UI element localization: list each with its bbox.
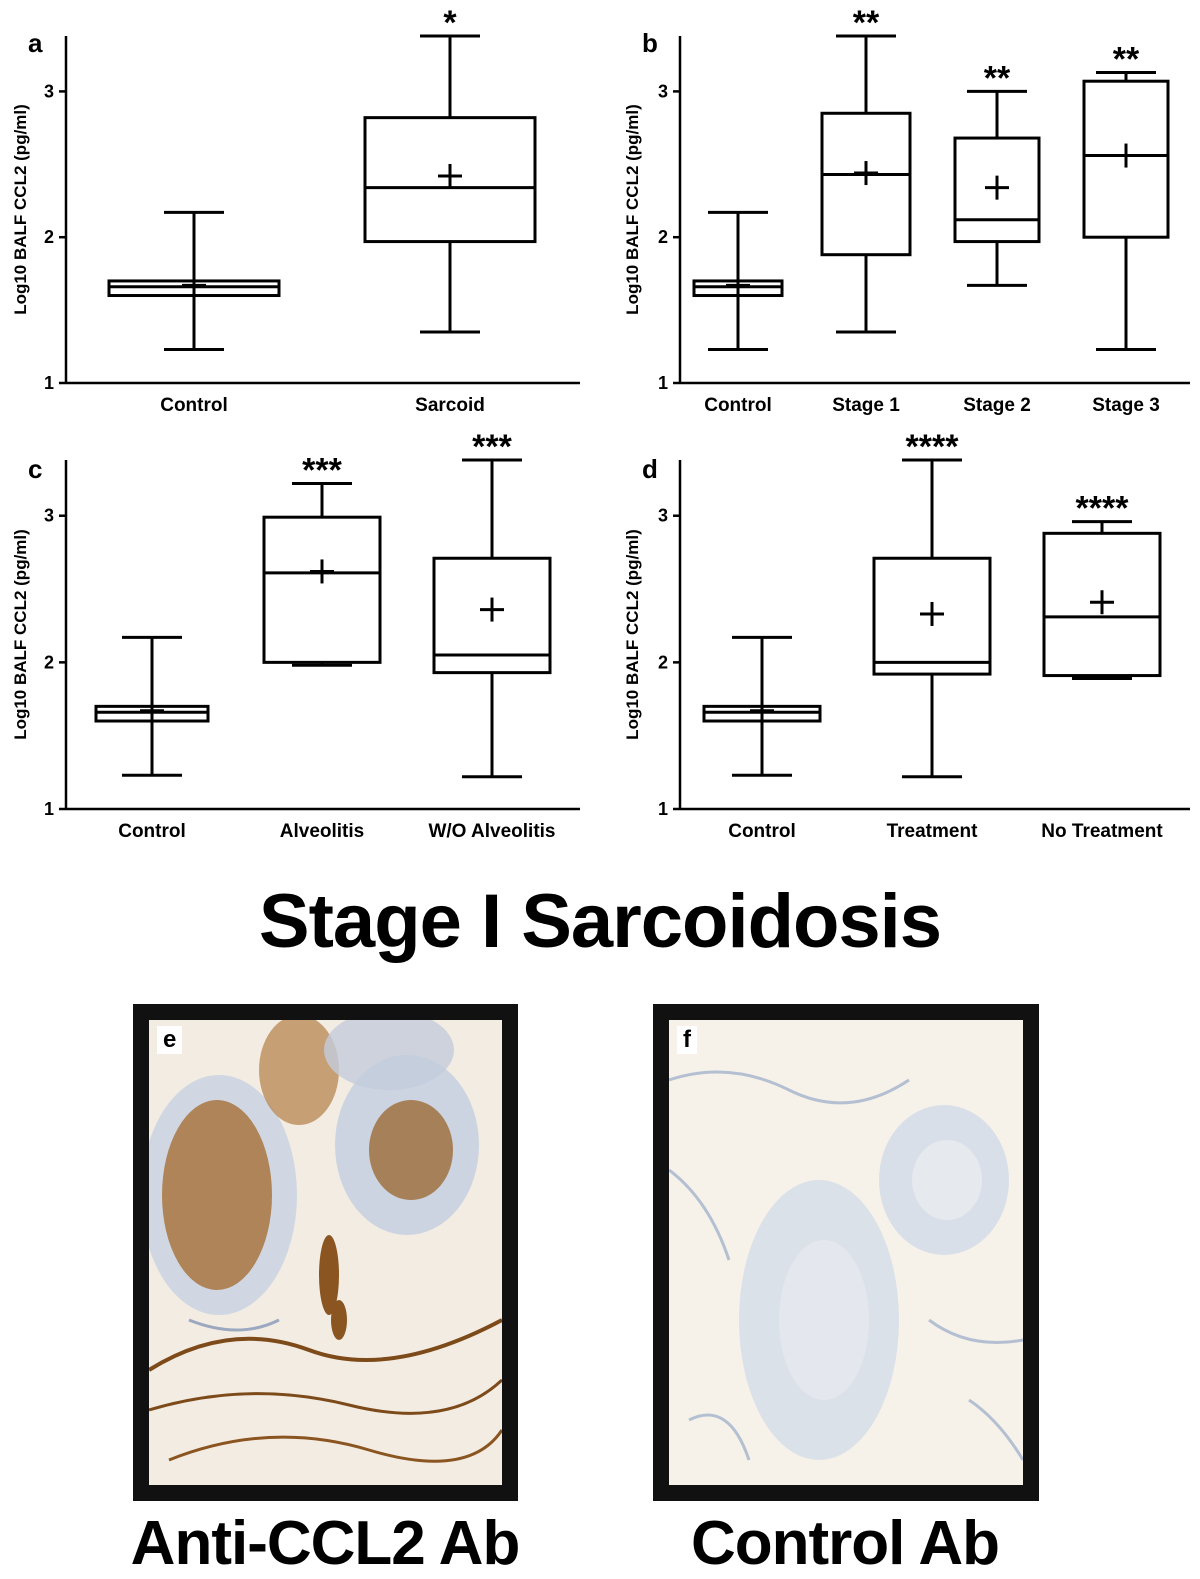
x-category-label: Stage 1 xyxy=(832,395,900,416)
significance-marker: *** xyxy=(302,451,342,489)
caption-control: Control Ab xyxy=(691,1509,1000,1578)
x-category-label: W/O Alveolitis xyxy=(428,821,555,842)
significance-marker: ** xyxy=(853,4,880,42)
x-category-label: Control xyxy=(728,821,796,842)
panel-letter-d: d xyxy=(642,454,658,484)
x-category-label: Sarcoid xyxy=(415,395,485,416)
y-axis-label: Log10 BALF CCL2 (pg/ml) xyxy=(11,104,30,315)
x-category-label: Control xyxy=(160,395,228,416)
y-tick-label: 2 xyxy=(658,652,668,672)
x-category-label: Alveolitis xyxy=(280,821,364,842)
panel-letter-b: b xyxy=(642,28,658,58)
y-tick-label: 3 xyxy=(658,506,668,526)
y-tick-label: 2 xyxy=(658,227,668,247)
box-stage-1 xyxy=(820,34,912,334)
figure-title: Stage I Sarcoidosis xyxy=(258,879,942,964)
x-category-label: Control xyxy=(118,821,186,842)
significance-marker: *** xyxy=(472,428,512,466)
y-tick-label: 3 xyxy=(44,81,54,101)
box-control xyxy=(692,210,784,351)
y-tick-label: 1 xyxy=(658,799,668,819)
panel-letter-e: e xyxy=(157,1026,183,1054)
box-sarcoid xyxy=(363,34,537,334)
significance-marker: ** xyxy=(984,59,1011,97)
panel-letter-f: f xyxy=(677,1026,697,1054)
y-tick-label: 1 xyxy=(44,799,54,819)
x-category-label: No Treatment xyxy=(1041,821,1163,842)
box-stage-2 xyxy=(953,89,1041,287)
significance-marker: **** xyxy=(1076,490,1130,528)
significance-marker: * xyxy=(443,4,457,42)
significance-marker: **** xyxy=(906,428,960,466)
y-axis-label: Log10 BALF CCL2 (pg/ml) xyxy=(623,529,642,740)
significance-marker: ** xyxy=(1113,40,1140,78)
y-tick-label: 1 xyxy=(44,373,54,393)
micrograph-anti-ccl2: e xyxy=(133,1004,518,1501)
x-category-label: Treatment xyxy=(887,821,978,842)
y-tick-label: 1 xyxy=(658,373,668,393)
x-category-label: Stage 3 xyxy=(1092,395,1160,416)
box-control xyxy=(94,635,210,777)
iqr-box xyxy=(262,515,382,664)
panel-letter-c: c xyxy=(28,454,42,484)
y-tick-label: 2 xyxy=(44,652,54,672)
box-control xyxy=(702,635,822,777)
y-tick-label: 3 xyxy=(658,81,668,101)
micrograph-control: f xyxy=(653,1004,1039,1501)
box-alveolitis xyxy=(262,481,382,667)
box-no-treatment xyxy=(1042,520,1162,680)
y-tick-label: 3 xyxy=(44,506,54,526)
panel-letter-a: a xyxy=(28,28,43,58)
caption-anti-ccl2: Anti-CCL2 Ab xyxy=(130,1509,521,1578)
box-stage-3 xyxy=(1082,70,1170,351)
y-axis-label: Log10 BALF CCL2 (pg/ml) xyxy=(623,104,642,315)
x-category-label: Control xyxy=(704,395,772,416)
box-treatment xyxy=(872,458,992,779)
y-axis-label: Log10 BALF CCL2 (pg/ml) xyxy=(11,529,30,740)
box-w-o-alveolitis xyxy=(432,458,552,779)
y-tick-label: 2 xyxy=(44,227,54,247)
box-control xyxy=(107,210,281,351)
x-category-label: Stage 2 xyxy=(963,395,1031,416)
